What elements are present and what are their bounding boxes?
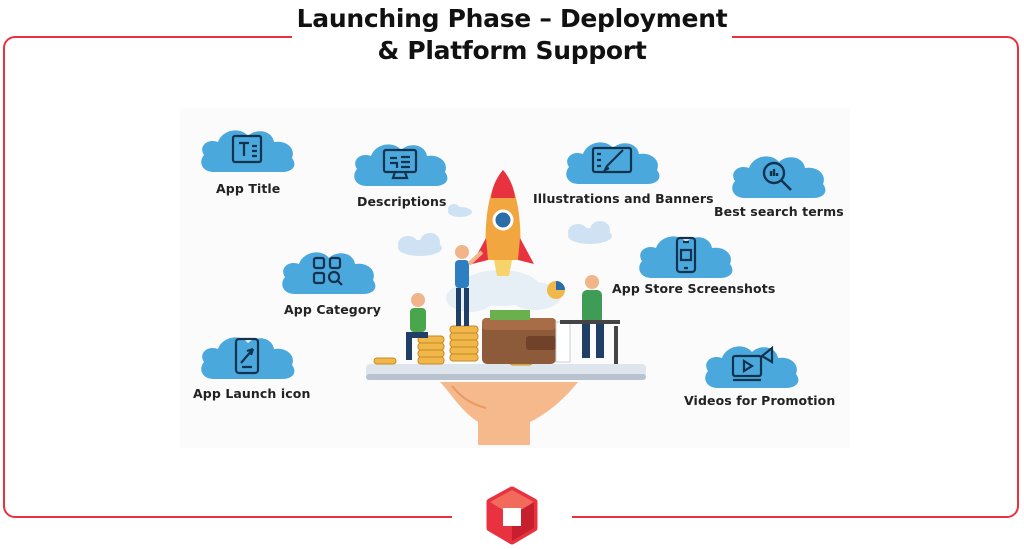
- monitor-icon: [382, 148, 418, 180]
- page-title: Launching Phase – Deployment & Platform …: [292, 0, 732, 67]
- label-videos-promotion: Videos for Promotion: [684, 393, 836, 408]
- cloud-app-store-screenshots: [639, 236, 733, 278]
- cloud-app-title: [201, 130, 295, 172]
- brand-cube-logo: [486, 486, 538, 545]
- cloud-illustrations-banners: [566, 142, 660, 184]
- central-launch-illustration: [366, 170, 646, 445]
- text-document-icon: [231, 134, 263, 164]
- category-grid-icon: [312, 256, 343, 286]
- label-app-category: App Category: [284, 302, 382, 317]
- label-illustrations-banners: Illustrations and Banners: [533, 191, 714, 206]
- rocket-icon: [472, 170, 534, 276]
- cloud-descriptions: [354, 144, 448, 186]
- person-sitting-left: [406, 293, 428, 360]
- logo-block: [452, 486, 572, 548]
- video-megaphone-icon: [731, 345, 774, 382]
- person-standing: [455, 245, 484, 326]
- cloud-best-search-terms: [732, 156, 826, 198]
- search-icon: [762, 161, 792, 191]
- drawing-tablet-icon: [591, 146, 633, 174]
- hand-illustration: [440, 382, 578, 445]
- person-at-desk: [547, 275, 620, 364]
- label-best-search-terms: Best search terms: [714, 204, 844, 219]
- small-cloud-top: [448, 204, 472, 217]
- label-app-launch-icon: App Launch icon: [193, 386, 311, 401]
- cloud-videos-promotion: [705, 345, 799, 388]
- title-block: Launching Phase – Deployment & Platform …: [292, 0, 732, 72]
- label-app-store-screenshots: App Store Screenshots: [612, 281, 776, 296]
- small-cloud-left: [398, 233, 442, 256]
- smartphone-icon: [675, 236, 697, 274]
- phone-rocket-icon: [234, 337, 260, 375]
- title-line-1: Launching Phase – Deployment: [296, 4, 728, 33]
- cloud-app-launch-icon: [201, 337, 295, 379]
- cloud-app-category: [282, 252, 376, 294]
- label-app-title: App Title: [216, 181, 281, 196]
- small-cloud-right: [568, 221, 612, 244]
- label-descriptions: Descriptions: [357, 194, 447, 209]
- title-line-2: & Platform Support: [377, 36, 647, 65]
- wallet-illustration: [482, 310, 556, 364]
